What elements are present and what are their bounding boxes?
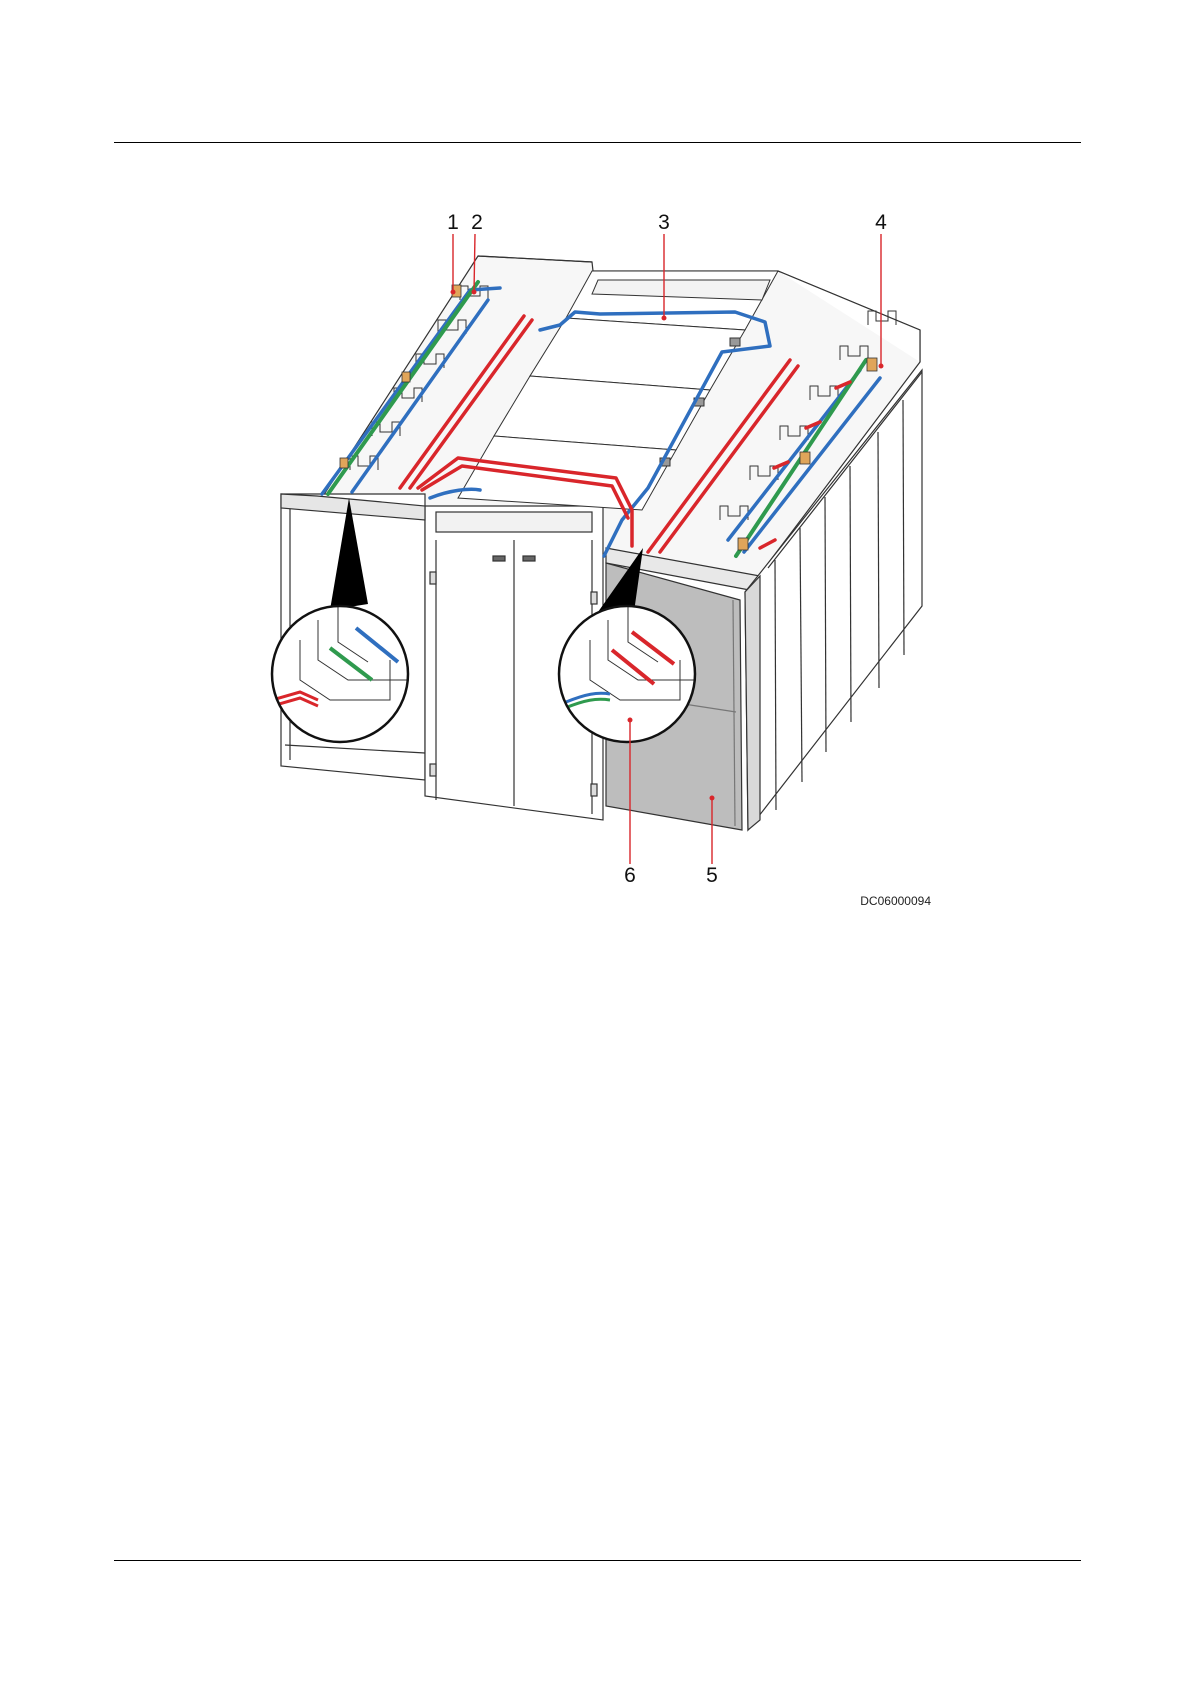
callout-2: 2 [471, 211, 483, 234]
callout-3: 3 [658, 211, 670, 234]
callout-4: 4 [875, 211, 887, 234]
callout-5: 5 [706, 864, 718, 887]
figure-code: DC06000094 [860, 894, 931, 908]
callout-6: 6 [624, 864, 636, 887]
callout-1: 1 [447, 211, 459, 234]
